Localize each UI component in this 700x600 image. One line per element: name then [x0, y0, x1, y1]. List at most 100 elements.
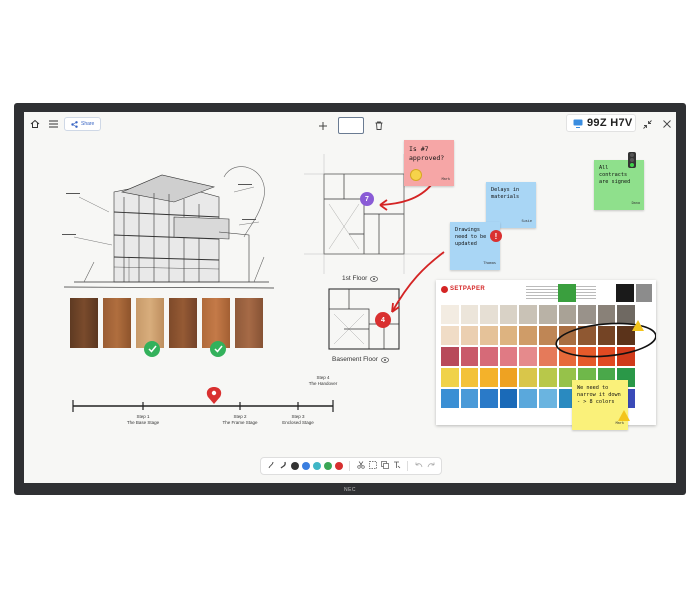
drawing-toolbar: [260, 457, 442, 475]
sticky-note[interactable]: Delays in materials Susie: [486, 182, 536, 228]
color-chip[interactable]: [460, 326, 479, 345]
color-chip[interactable]: [480, 389, 498, 408]
sticky-note[interactable]: Drawings need to be updated Thomas: [450, 222, 500, 270]
approved-check: [144, 341, 160, 357]
menu-button[interactable]: [46, 117, 60, 131]
timeline-step: Step 2 The Frame Stage: [222, 414, 258, 425]
palette-swatch-black: [616, 284, 634, 302]
color-chip[interactable]: [519, 347, 537, 366]
color-chip[interactable]: [480, 368, 498, 387]
warning-triangle-icon: [632, 320, 644, 331]
color-chip[interactable]: [519, 368, 537, 387]
toolbar-divider: [349, 461, 350, 471]
color-chip[interactable]: [499, 305, 518, 324]
color-chip[interactable]: [597, 326, 616, 345]
color-palette-card[interactable]: SETPAPER: [436, 280, 656, 425]
wood-swatch[interactable]: [103, 298, 131, 348]
display-monitor: Share 99Z H7V: [14, 103, 686, 495]
close-icon: [663, 120, 671, 128]
color-chip[interactable]: [538, 347, 557, 366]
share-button[interactable]: Share: [64, 117, 102, 131]
color-chip[interactable]: [597, 305, 616, 324]
color-chip[interactable]: [617, 305, 635, 324]
marker-7[interactable]: 7: [360, 192, 374, 206]
color-chip[interactable]: [441, 368, 459, 387]
color-chip[interactable]: [558, 305, 577, 324]
setpaper-logo-icon: [441, 286, 448, 293]
color-chip[interactable]: [519, 326, 537, 345]
color-chip[interactable]: [441, 305, 459, 324]
color-chip[interactable]: [519, 305, 537, 324]
color-chip[interactable]: [460, 368, 479, 387]
color-chip[interactable]: [480, 347, 498, 366]
wood-swatch[interactable]: [235, 298, 263, 348]
color-chip[interactable]: [441, 347, 459, 366]
sticky-note[interactable]: We need to narrow it down - > 8 colors M…: [572, 380, 628, 430]
hamburger-menu-icon: [48, 120, 58, 128]
color-chip[interactable]: [578, 326, 596, 345]
pen-color-black[interactable]: [291, 462, 299, 470]
color-chip[interactable]: [538, 368, 557, 387]
color-chip[interactable]: [538, 305, 557, 324]
timeline-step: Step 3 Enclosed Stage: [282, 414, 314, 425]
pen-color-green[interactable]: [324, 462, 332, 470]
color-chip[interactable]: [460, 389, 479, 408]
marker-4[interactable]: 4: [375, 312, 391, 328]
color-chip[interactable]: [617, 326, 635, 345]
color-chip[interactable]: [558, 389, 577, 408]
wood-swatch[interactable]: [169, 298, 197, 348]
color-chip[interactable]: [558, 368, 577, 387]
highlighter-icon: [280, 461, 286, 469]
color-chip[interactable]: [441, 389, 459, 408]
page-thumbnail[interactable]: [338, 117, 364, 134]
color-chip[interactable]: [519, 389, 537, 408]
highlighter-tool-button[interactable]: [279, 461, 288, 471]
wood-swatch[interactable]: [136, 298, 164, 348]
pen-tool-button[interactable]: [267, 461, 276, 471]
warning-triangle-icon: [618, 410, 630, 421]
wood-swatch[interactable]: [70, 298, 98, 348]
selection-ellipse: [555, 322, 656, 358]
first-floor-caption: 1st Floor: [342, 275, 379, 282]
color-chip[interactable]: [460, 305, 479, 324]
monitor-brand-logo: NEC: [343, 487, 357, 493]
pen-color-blue[interactable]: [302, 462, 310, 470]
collapse-button[interactable]: [640, 117, 654, 131]
home-button[interactable]: [28, 117, 42, 131]
selection-box-icon: [368, 461, 377, 469]
color-chip[interactable]: [538, 389, 557, 408]
pen-color-teal[interactable]: [313, 462, 321, 470]
color-chip[interactable]: [578, 305, 596, 324]
cut-button[interactable]: [356, 461, 365, 471]
color-chip[interactable]: [480, 305, 498, 324]
palette-swatch-green: [558, 284, 576, 302]
sticky-note[interactable]: All contracts are signed Dana: [594, 160, 644, 210]
scissors-icon: [356, 461, 365, 469]
close-button[interactable]: [660, 117, 674, 131]
color-chip[interactable]: [499, 326, 518, 345]
room-code-badge[interactable]: 99Z H7V: [566, 114, 636, 132]
pen-color-red[interactable]: [335, 462, 343, 470]
share-icon: [71, 120, 78, 128]
basement-floor-caption: Basement Floor: [332, 356, 389, 363]
add-page-button[interactable]: [316, 119, 330, 133]
basement-floor-plan[interactable]: [324, 284, 404, 354]
color-chip[interactable]: [499, 368, 518, 387]
building-sketch[interactable]: [54, 157, 279, 297]
undo-button[interactable]: [414, 462, 423, 471]
color-chip[interactable]: [499, 389, 518, 408]
color-chip[interactable]: [460, 347, 479, 366]
color-chip[interactable]: [538, 326, 557, 345]
color-chip[interactable]: [480, 326, 498, 345]
color-chip[interactable]: [499, 347, 518, 366]
copy-button[interactable]: [380, 461, 389, 471]
color-chip[interactable]: [441, 326, 459, 345]
text-format-button[interactable]: [392, 461, 401, 471]
project-timeline[interactable]: Step 1 The Base Stage Step 2 The Frame S…: [68, 367, 338, 447]
delete-page-button[interactable]: [372, 119, 386, 133]
wood-swatch[interactable]: [202, 298, 230, 348]
traffic-light-icon: [628, 152, 636, 168]
select-button[interactable]: [368, 461, 377, 471]
redo-button[interactable]: [426, 462, 435, 471]
whiteboard-canvas[interactable]: Share 99Z H7V: [24, 112, 676, 483]
